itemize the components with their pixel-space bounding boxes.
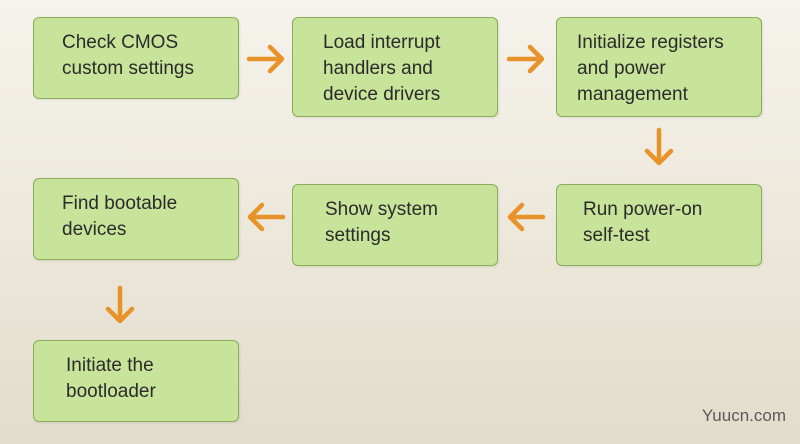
- arrow-right-icon: [244, 37, 288, 81]
- step-check-cmos: Check CMOS custom settings: [33, 17, 239, 99]
- step-initiate-bootloader: Initiate the bootloader: [33, 340, 239, 422]
- arrow-right-icon: [504, 37, 548, 81]
- arrow-left-icon: [244, 195, 288, 239]
- watermark: Yuucn.com: [701, 406, 786, 425]
- step-show-system-settings: Show system settings: [292, 184, 498, 266]
- step-find-bootable-devices: Find bootable devices: [33, 178, 239, 260]
- step-run-post: Run power-on self-test: [556, 184, 762, 266]
- arrow-down-icon: [637, 125, 681, 169]
- step-load-interrupt-handlers: Load interrupt handlers and device drive…: [292, 17, 498, 117]
- arrow-left-icon: [504, 195, 548, 239]
- arrow-down-icon: [98, 283, 142, 327]
- step-initialize-registers: Initialize registers and power managemen…: [556, 17, 762, 117]
